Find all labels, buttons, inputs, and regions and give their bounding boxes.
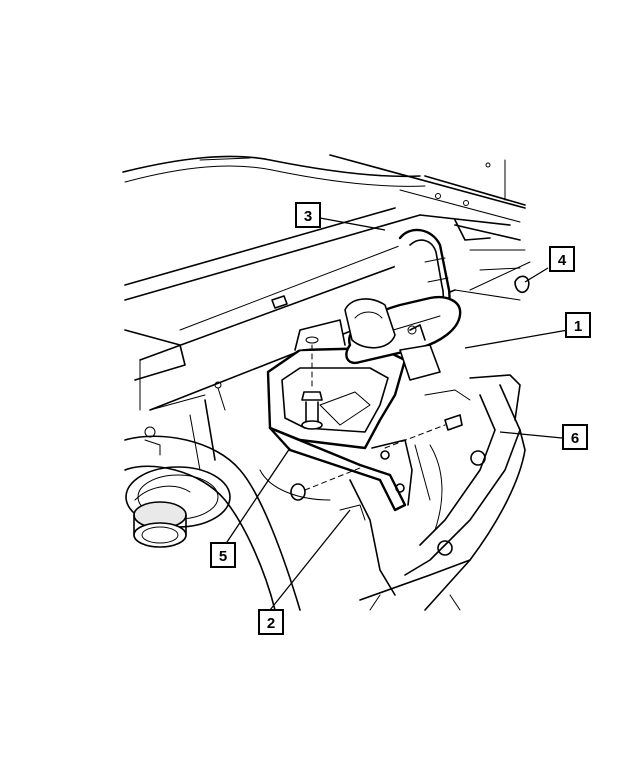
fasteners [290, 275, 530, 501]
lower-floor-pan [189, 219, 526, 611]
callout-4-label: 4 [558, 252, 567, 269]
callout-2: 2 [258, 609, 284, 635]
callout-3-label: 3 [304, 208, 312, 225]
callout-1-label: 1 [574, 318, 582, 335]
callout-5: 5 [210, 542, 236, 568]
callout-4: 4 [549, 246, 575, 272]
callout-5-label: 5 [219, 548, 227, 565]
leader-lines [224, 217, 569, 611]
spring-seat [124, 426, 301, 611]
callout-6-label: 6 [571, 430, 579, 447]
tube-hose [344, 228, 462, 381]
frame-rail [122, 154, 531, 411]
callout-3: 3 [295, 202, 321, 228]
callout-1: 1 [565, 312, 591, 338]
callout-6: 6 [562, 424, 588, 450]
callout-2-label: 2 [267, 615, 275, 632]
